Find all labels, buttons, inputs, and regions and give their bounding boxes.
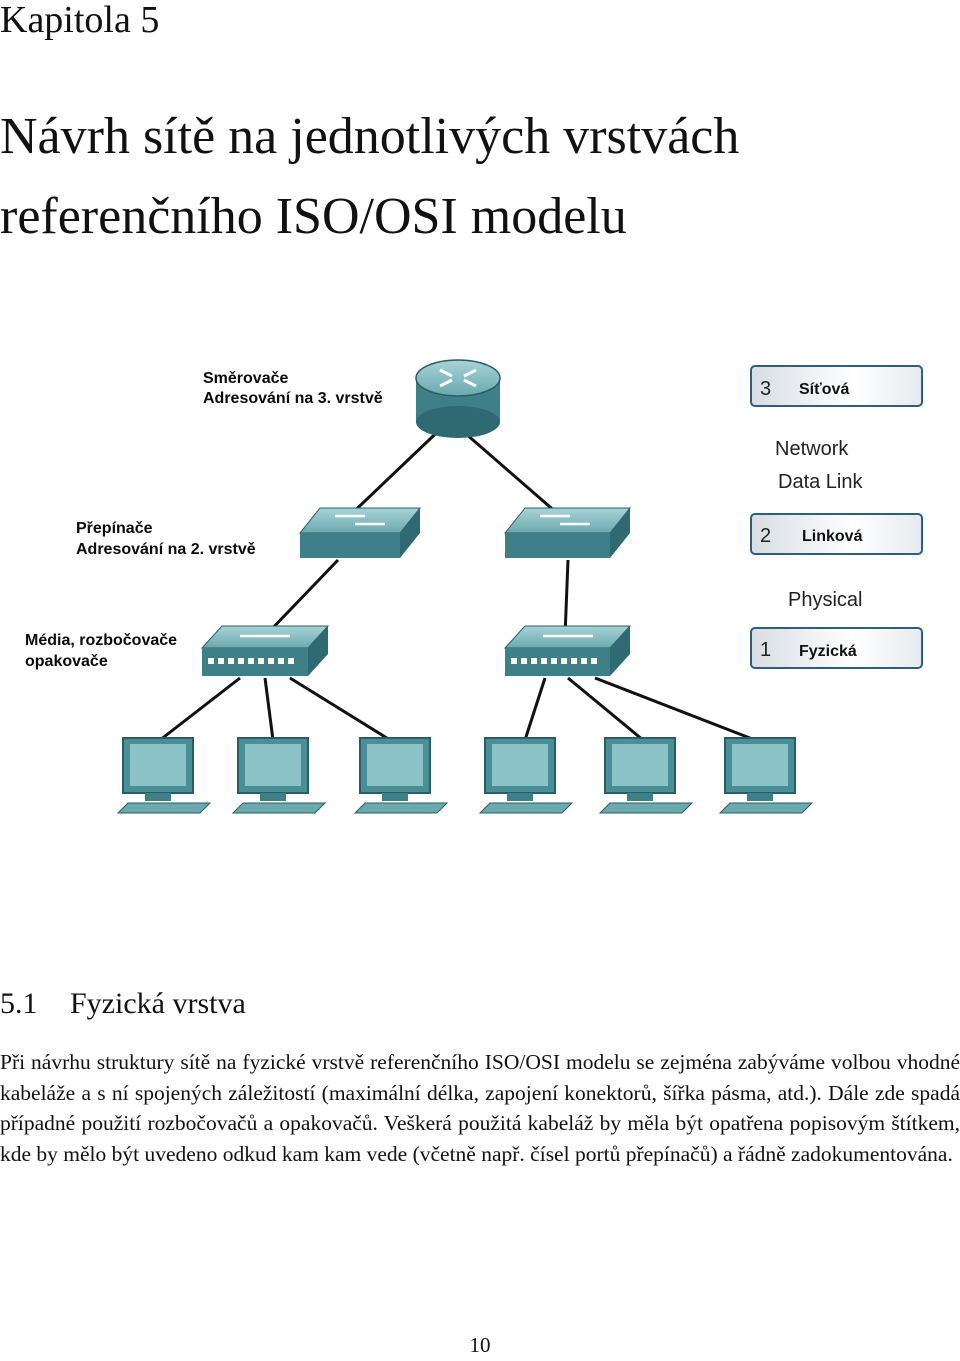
layer-badge-1-number: 1: [760, 639, 771, 661]
section-title: Fyzická vrstva: [70, 987, 246, 1020]
chapter-title-line-1: Návrh sítě na jednotlivých vrstvách: [0, 108, 740, 165]
label-switches-line-1: Přepínače: [76, 520, 153, 537]
computer-icon-5: [598, 737, 694, 814]
layer-badge-2-number: 2: [760, 525, 771, 547]
computer-icon-4: [478, 737, 574, 814]
computer-icon-3: [353, 737, 449, 814]
section-heading: 5.1 Fyzická vrstva: [0, 984, 246, 1024]
computer-icons: [116, 737, 814, 814]
label-media-line-1: Média, rozbočovače: [25, 632, 177, 649]
label-routers-line-1: Směrovače: [203, 370, 288, 387]
chapter-title-line-2: referenčního ISO/OSI modelu: [0, 188, 627, 245]
label-network: Network: [775, 438, 849, 460]
label-switches-line-2: Adresování na 2. vrstvě: [76, 541, 256, 558]
switch-icon-left: [298, 507, 422, 558]
chapter-title: Návrh sítě na jednotlivých vrstvách refe…: [0, 97, 930, 257]
computer-icon-6: [718, 737, 814, 814]
switch-icon-right: [503, 507, 632, 558]
router-icon: [415, 359, 501, 438]
layer-badge-1-name: Fyzická: [799, 643, 857, 660]
label-media-line-2: opakovače: [25, 653, 108, 670]
layer-badge-2: 2 Linková: [750, 513, 923, 555]
section-number: 5.1: [0, 987, 38, 1020]
layer-badge-3: 3 Síťová: [750, 365, 923, 407]
label-physical: Physical: [788, 589, 862, 611]
hub-icon-left: [200, 625, 330, 676]
body-paragraph: Při návrhu struktury sítě na fyzické vrs…: [0, 1050, 960, 1166]
chapter-heading: Kapitola 5: [0, 0, 160, 41]
layer-badge-1: 1 Fyzická: [750, 627, 923, 669]
network-diagram: Směrovače Adresování na 3. vrstvě Přepín…: [0, 348, 960, 828]
page-number: 10: [469, 1333, 491, 1357]
layer-badge-2-name: Linková: [802, 528, 863, 545]
layer-badge-3-number: 3: [760, 378, 771, 400]
computer-icon-2: [231, 737, 327, 814]
connection-lines: [159, 418, 756, 742]
layer-badge-3-name: Síťová: [799, 381, 849, 398]
label-data-link: Data Link: [778, 471, 863, 493]
label-routers-line-2: Adresování na 3. vrstvě: [203, 390, 383, 407]
hub-icon-right: [503, 625, 632, 676]
computer-icon-1: [116, 737, 212, 814]
